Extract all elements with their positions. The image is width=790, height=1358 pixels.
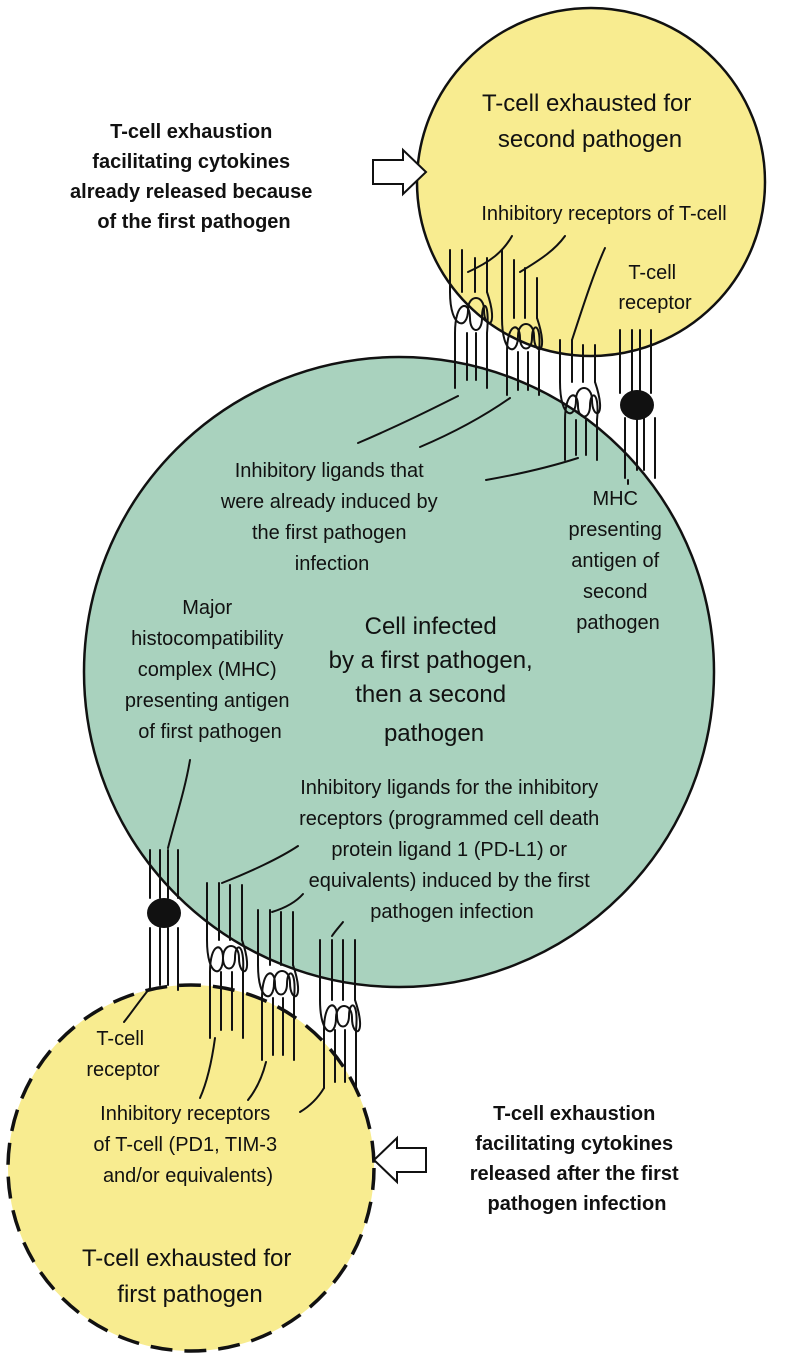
top-leader-lines [357, 235, 629, 485]
bottom-inhibitory-receptors-label: Inhibitory receptors of T-cell (PD1, TIM… [93, 1103, 282, 1187]
infected-cell-title: Cell infected by a first pathogen, then … [329, 613, 540, 747]
top-interface-stalks [449, 249, 656, 479]
mhc-black-blob-icon [620, 390, 654, 420]
induced-ligands-label: Inhibitory ligands that were already ind… [220, 460, 443, 575]
top-tcell-title: T-cell exhausted for second pathogen [482, 90, 698, 153]
top-tcell [415, 6, 767, 358]
pdl1-ligands-label: Inhibitory ligands for the inhibitory re… [299, 777, 605, 923]
bottom-tcell-title: T-cell exhausted for first pathogen [82, 1245, 298, 1308]
bottom-cytokines-note: T-cell exhaustion facilitating cytokines… [470, 1103, 685, 1215]
top-cytokines-note: T-cell exhaustion facilitating cytokines… [70, 121, 318, 233]
left-arrow-icon [372, 1135, 427, 1185]
bottom-tcell-receptor-label: T-cell receptor [86, 1028, 160, 1081]
mhc-black-blob-icon [147, 898, 181, 928]
top-tcell-receptor-label: T-cell receptor [618, 262, 692, 314]
mhc-second-label: MHC presenting antigen of second pathoge… [569, 488, 668, 634]
right-arrow-icon [372, 147, 428, 197]
top-interface-binding-loops [449, 291, 601, 421]
bottom-tcell [6, 983, 376, 1353]
top-inhibitory-receptors-label: Inhibitory receptors of T-cell [481, 203, 726, 225]
mhc-first-label: Major histocompatibility complex (MHC) p… [125, 597, 295, 743]
bottom-interface-binding-loops [206, 939, 361, 1033]
bottom-interface-stalks [149, 849, 357, 1089]
infected-cell [82, 355, 716, 989]
bottom-leader-lines [123, 759, 344, 1113]
